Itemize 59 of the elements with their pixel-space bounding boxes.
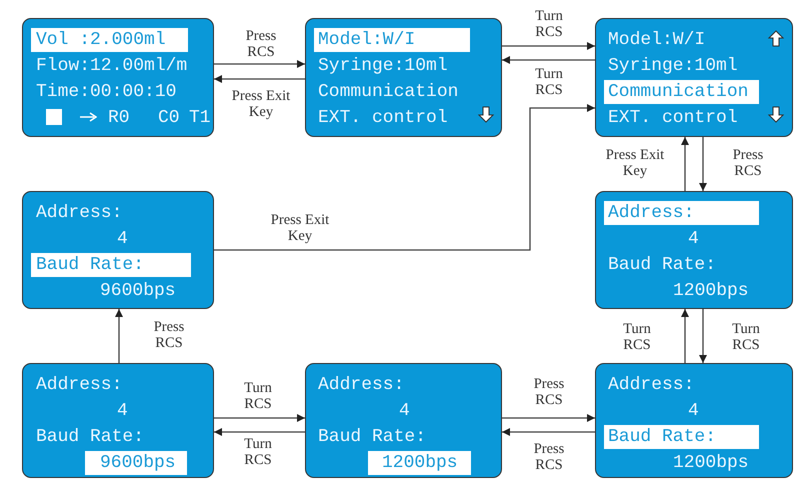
screen-text: EXT. control <box>318 107 448 130</box>
screen-text: C0 <box>158 107 180 130</box>
selected-menu-row: Baud Rate: <box>31 253 191 277</box>
screen-text: T1 <box>189 107 211 130</box>
screen-text: Baud Rate: <box>608 254 716 277</box>
selected-menu-row: Address: <box>604 201 759 225</box>
screen-text: Address: <box>36 374 122 397</box>
screen-text: 4 <box>117 400 128 423</box>
arrow <box>681 137 689 191</box>
arrow <box>699 137 707 191</box>
arrow <box>214 104 595 251</box>
arrow <box>502 414 595 422</box>
selected-menu-row: Communication <box>604 80 759 104</box>
selected-menu-row: 9600bps <box>85 451 187 475</box>
edge-label: Press Exit Key <box>269 212 331 244</box>
screen-text: 9600bps <box>100 280 176 303</box>
screen-text: Model:W/I <box>608 29 706 52</box>
edge-label: Press Exit Key <box>604 147 666 179</box>
screen-text: Communication <box>318 81 458 104</box>
screen-text: 1200bps <box>673 452 749 475</box>
screen-text: Address: <box>36 202 122 225</box>
lcd-screen <box>22 191 214 309</box>
lcd-screen <box>22 363 214 478</box>
screen-text: Flow:12.00ml/m <box>36 55 188 78</box>
screen-text: Baud Rate: <box>36 426 144 449</box>
screen-text: Baud Rate: <box>318 426 426 449</box>
screen-text: EXT. control <box>608 107 738 130</box>
selected-menu-row: Baud Rate: <box>604 425 759 449</box>
arrow <box>115 309 123 363</box>
edge-label: Press Exit Key <box>230 88 292 120</box>
screen-text: Address: <box>318 374 404 397</box>
screen-text: Time:00:00:10 <box>36 81 176 104</box>
lcd-screen <box>595 18 793 137</box>
screen-text: Syringe:10ml <box>608 55 738 78</box>
arrow <box>502 42 595 50</box>
screen-text: Address: <box>608 374 694 397</box>
screen-text: 4 <box>688 400 699 423</box>
arrow <box>214 60 305 68</box>
arrow <box>214 75 305 83</box>
selected-menu-row: Model:W/I <box>314 28 470 52</box>
arrow <box>681 309 689 363</box>
arrow <box>502 428 595 436</box>
arrow <box>214 414 305 422</box>
lcd-screen <box>305 18 502 137</box>
lcd-screen <box>305 363 502 478</box>
arrow <box>502 56 595 64</box>
lcd-screen <box>595 191 793 309</box>
arrow <box>214 428 305 436</box>
selected-menu-row: Vol :2.000ml <box>31 28 188 52</box>
screen-text: Syringe:10ml <box>318 55 448 78</box>
arrow <box>699 309 707 363</box>
screen-text: 4 <box>688 228 699 251</box>
screen-text: 4 <box>117 228 128 251</box>
lcd-screen <box>595 363 793 478</box>
lcd-screen <box>22 18 214 137</box>
screen-text: R0 <box>108 107 130 130</box>
selected-menu-row: 1200bps <box>368 451 471 475</box>
screen-text: 4 <box>399 400 410 423</box>
screen-text: 1200bps <box>673 280 749 303</box>
